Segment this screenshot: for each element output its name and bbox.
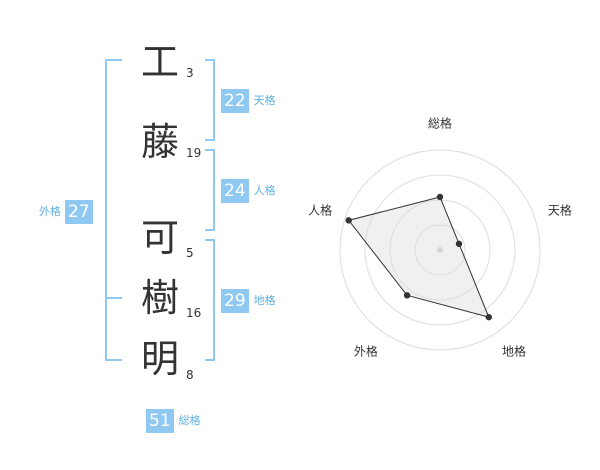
radar-axis-label-1: 総格 (428, 116, 452, 131)
jinkaku-score: 24 人格 (221, 179, 276, 203)
gaikaku-value: 27 (65, 200, 93, 224)
jinkaku-value: 24 (221, 179, 249, 203)
name-char-4: 樹 (140, 276, 179, 320)
gaikaku-label: 外格 (39, 205, 61, 218)
tenkaku-score: 22 天格 (221, 89, 276, 113)
tenkaku-label: 天格 (253, 94, 276, 107)
chikaku-value: 29 (221, 289, 249, 313)
radar-points (345, 193, 492, 321)
name-char-5: 明 (140, 337, 179, 381)
radar-point-2 (455, 240, 463, 248)
stroke-count-4: 16 (186, 306, 202, 320)
chikaku-label: 地格 (253, 294, 276, 307)
jinkaku-label: 人格 (253, 184, 276, 197)
soukaku-score: 51 総格 (146, 409, 201, 433)
radar-axis-label-4: 外格 (354, 343, 378, 358)
radar-point-4 (403, 292, 411, 299)
radar-point-5 (345, 217, 352, 224)
tenkaku-value: 22 (221, 89, 249, 113)
chikaku-bracket (205, 239, 215, 361)
gaikaku-bracket (105, 59, 122, 361)
radar-polygon (347, 196, 490, 318)
radar-point-1 (436, 193, 444, 201)
name-char-3: 可 (140, 216, 179, 260)
radar-ring (414, 224, 466, 276)
radar-center (437, 247, 443, 253)
stroke-count-2: 19 (186, 146, 202, 160)
gaikaku-score: 外格 27 (39, 200, 93, 224)
stroke-count-3: 5 (186, 246, 194, 260)
radar-axis-label-2: 天格 (548, 203, 572, 218)
jinkaku-bracket (205, 149, 215, 231)
radar-axis-label-5: 人格 (308, 203, 332, 218)
radar-ring (339, 149, 541, 351)
soukaku-label: 総格 (178, 414, 201, 427)
name-char-2: 藤 (140, 120, 179, 164)
name-char-1: 工 (140, 40, 179, 84)
radar-ring (364, 174, 516, 326)
soukaku-value: 51 (146, 409, 174, 433)
chikaku-score: 29 地格 (221, 289, 276, 313)
tenkaku-bracket (205, 59, 215, 141)
radar-point-3 (485, 313, 492, 321)
stroke-count-5: 8 (186, 368, 194, 382)
stroke-count-1: 3 (186, 66, 194, 80)
radar-axis-label-3: 地格 (502, 343, 526, 358)
